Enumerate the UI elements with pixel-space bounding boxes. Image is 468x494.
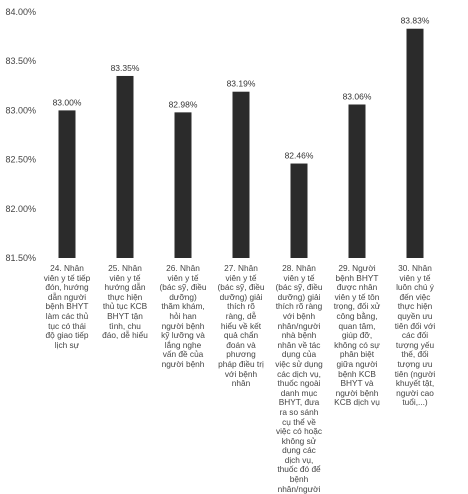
y-axis: 81.50% 82.00% 82.50% 83.00% 83.50% 84.00% bbox=[5, 7, 36, 263]
bar bbox=[174, 112, 192, 258]
y-tick-label: 82.50% bbox=[5, 155, 36, 165]
data-label: 82.46% bbox=[285, 151, 314, 161]
data-label: 82.98% bbox=[169, 99, 198, 109]
data-label: 83.06% bbox=[343, 91, 372, 101]
bar bbox=[406, 28, 424, 259]
y-tick-label: 82.00% bbox=[5, 204, 36, 214]
bar bbox=[348, 104, 366, 258]
data-label: 83.00% bbox=[53, 97, 82, 107]
bar bbox=[290, 163, 308, 258]
data-label: 83.19% bbox=[227, 79, 256, 89]
data-label: 83.35% bbox=[111, 63, 140, 73]
y-tick-label: 81.50% bbox=[5, 253, 36, 263]
y-tick-label: 84.00% bbox=[5, 7, 36, 17]
bar bbox=[116, 75, 134, 259]
bars bbox=[58, 28, 424, 259]
bar bbox=[58, 110, 76, 259]
bar bbox=[232, 91, 250, 258]
y-tick-label: 83.00% bbox=[5, 105, 36, 115]
data-labels: 83.00% 83.35% 82.98% 83.19% 82.46% 83.06% 83.8… bbox=[53, 16, 430, 161]
data-label: 83.83% bbox=[401, 16, 430, 26]
y-tick-label: 83.50% bbox=[5, 56, 36, 66]
